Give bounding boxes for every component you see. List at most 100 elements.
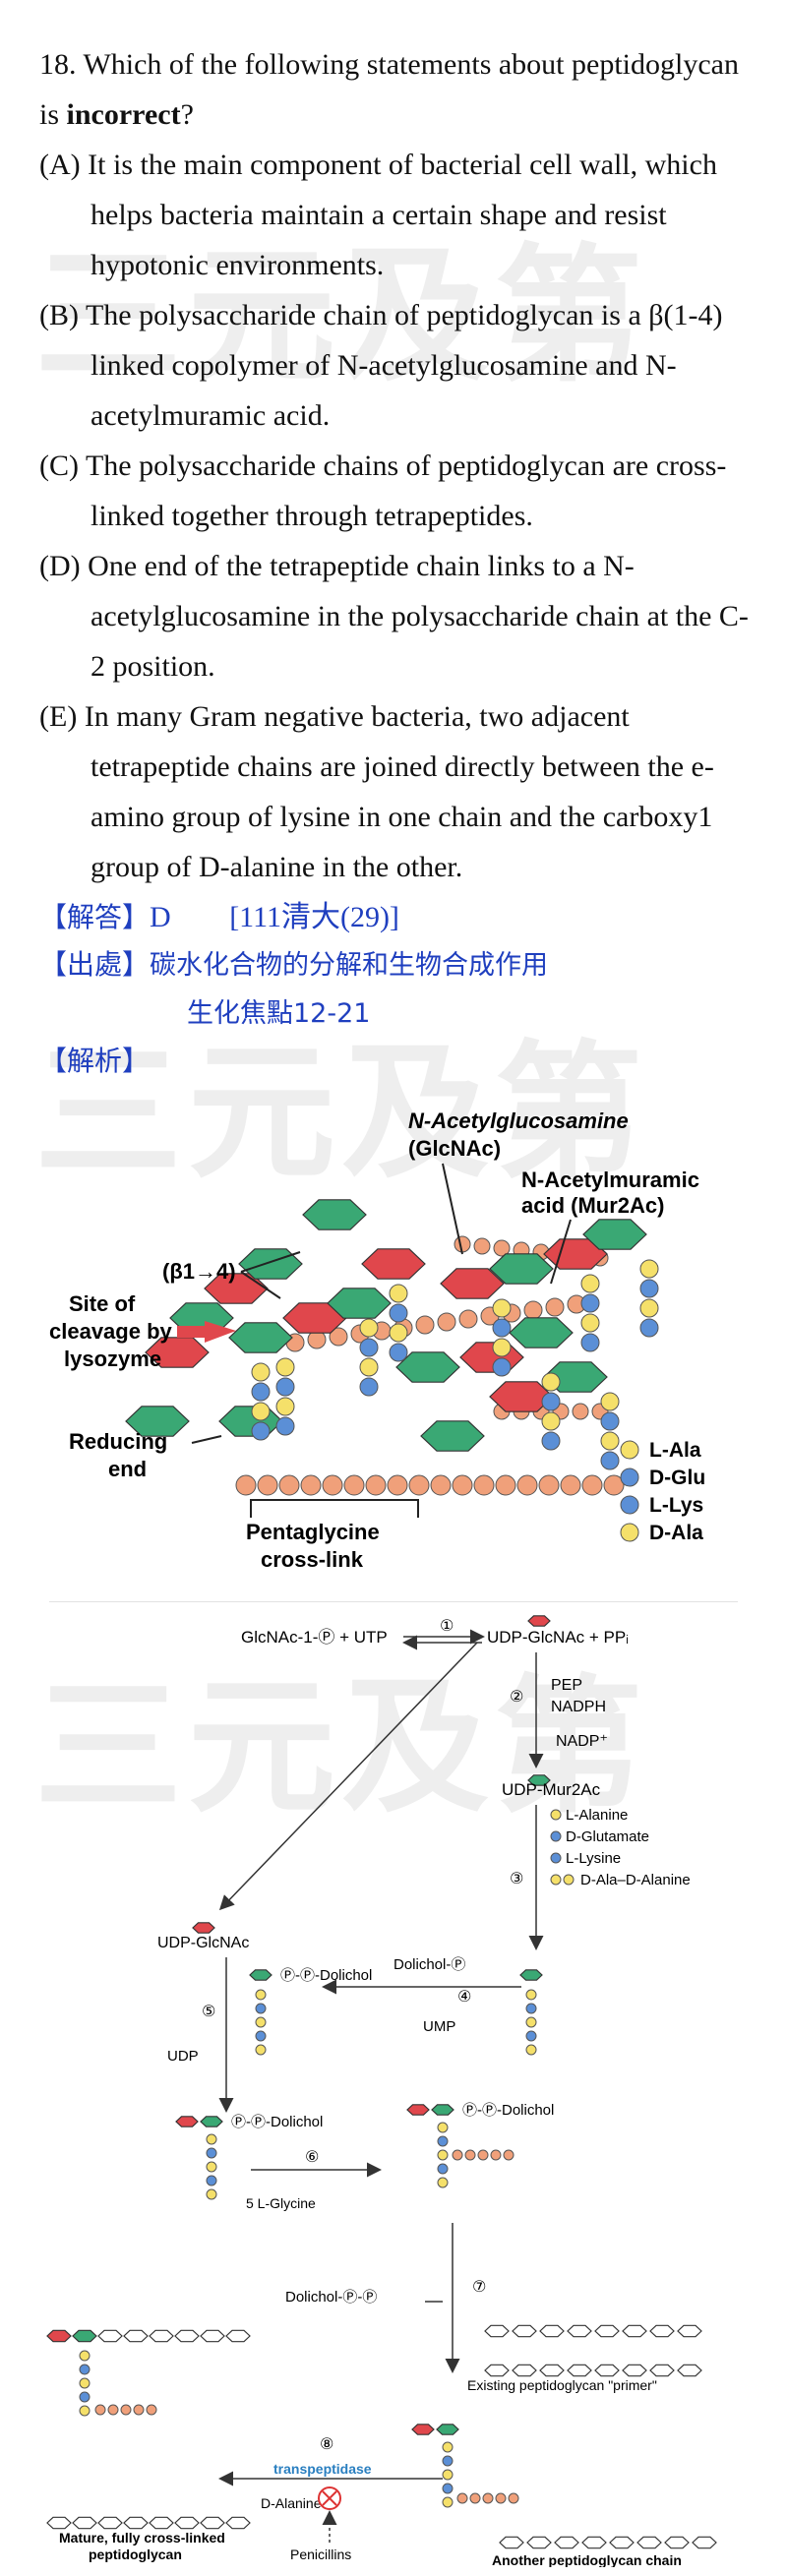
- step8-label: ⑧: [320, 2436, 333, 2453]
- glycine-bead: [503, 2149, 515, 2161]
- primer-hexagon: [594, 2324, 620, 2338]
- peptide-bead: [79, 2364, 91, 2375]
- glcnac-label: N-Acetylglucosamine: [408, 1108, 629, 1133]
- option-d[interactable]: (D) One end of the tetrapeptide chain li…: [39, 550, 749, 683]
- mature-hexagon: [97, 2329, 123, 2343]
- step1-label: ①: [440, 1618, 454, 1635]
- primer-hexagon: [677, 2364, 702, 2377]
- amino-acid-bead: [389, 1323, 408, 1343]
- aa-label-llys: L-Lys: [649, 1494, 703, 1517]
- lipid-mur-icon: [249, 1969, 272, 1981]
- mature-hexagon: [149, 2329, 174, 2343]
- question-text: Which of the following statements about …: [39, 48, 739, 131]
- primer-hexagon: [567, 2324, 592, 2338]
- amino-acid-bead: [600, 1451, 620, 1470]
- option-a[interactable]: (A) It is the main component of bacteria…: [39, 149, 717, 281]
- amino-acid-bead: [275, 1377, 295, 1397]
- aa2-label: D-Glutamate: [566, 1828, 649, 1845]
- mature-hexagon: [200, 2516, 225, 2530]
- peptide-bead: [525, 2044, 537, 2056]
- peptide-bead: [255, 1989, 267, 2001]
- nadp-label: NADP⁺: [556, 1733, 608, 1750]
- amino-acid-bead: [275, 1397, 295, 1416]
- glycine-bead: [257, 1474, 278, 1496]
- primer-hexagon: [567, 2364, 592, 2377]
- site-label-1: Site of: [69, 1291, 136, 1316]
- sugar-hexagon: [125, 1406, 190, 1437]
- glycine-bead: [146, 2404, 157, 2416]
- another-chain-hexagon: [581, 2536, 607, 2549]
- question-number: 18.: [39, 48, 77, 81]
- sugar-hexagon: [459, 1342, 524, 1373]
- primer-hexagon: [512, 2364, 537, 2377]
- amino-acid-bead: [359, 1318, 379, 1338]
- glycine-bead: [523, 1300, 543, 1320]
- amino-acid-bead: [541, 1431, 561, 1451]
- peptide-bead: [525, 2016, 537, 2028]
- beta-pointer: [240, 1251, 301, 1273]
- peptidoglycan-biosynthesis-figure: GlcNAc-1-Ⓟ + UTP ① UDP-GlcNAc + PPᵢ ② PE…: [46, 1615, 717, 2567]
- primer-hexagon: [622, 2324, 647, 2338]
- mature-hexagon: [149, 2516, 174, 2530]
- step4-label: ④: [457, 1989, 471, 2006]
- peptide-bead: [525, 2030, 537, 2042]
- mature-hexagon: [46, 2516, 72, 2530]
- analysis-label: 【解析】: [39, 1045, 151, 1077]
- glycine-bead: [572, 1403, 589, 1420]
- beta-linkage-label: (β1→4): [162, 1259, 236, 1284]
- amino-acid-bead: [580, 1293, 600, 1313]
- udp-glcnac-icon: [192, 1922, 215, 1934]
- peptide-bead: [525, 1989, 537, 2001]
- peptide-bead: [442, 2469, 454, 2481]
- primer-hexagon: [594, 2364, 620, 2377]
- option-c[interactable]: (C) The polysaccharide chains of peptido…: [39, 449, 727, 532]
- aa-icon: [550, 1809, 562, 1821]
- udp-glcnac-left-label: UDP-GlcNAc: [157, 1935, 249, 1951]
- sugar-hexagon: [509, 1317, 574, 1348]
- aa4-label: D-Ala–D-Alanine: [580, 1872, 691, 1888]
- amino-acid-bead: [492, 1338, 512, 1357]
- amino-acid-bead: [251, 1421, 271, 1441]
- glycine-bead: [581, 1474, 603, 1496]
- legend-dala-bead: [620, 1523, 639, 1542]
- sugar-hexagon: [361, 1248, 426, 1280]
- mature-hexagon: [72, 2516, 97, 2530]
- question-stem: 18. Which of the following statements ab…: [39, 48, 739, 131]
- peptide-bead: [79, 2391, 91, 2403]
- watermark: 三元及第: [34, 1028, 649, 1199]
- another-chain-hexagon: [609, 2536, 635, 2549]
- glycine-bead: [107, 2404, 119, 2416]
- glycine-bead: [495, 1474, 516, 1496]
- sugar-hexagon: [489, 1381, 554, 1412]
- mature-hexagon: [225, 2516, 251, 2530]
- d-alanine-label: D-Alanine: [261, 2495, 322, 2511]
- mature-hexagon: [123, 2516, 149, 2530]
- amino-acid-bead: [389, 1284, 408, 1303]
- question-keyword: incorrect: [66, 98, 181, 131]
- another-chain-hexagon: [499, 2536, 524, 2549]
- glycine-bead: [538, 1474, 560, 1496]
- peptide-bead: [255, 2016, 267, 2028]
- dolichol-label-3: Ⓟ-Ⓟ-Dolichol: [462, 2102, 554, 2119]
- amino-acid-bead: [359, 1357, 379, 1377]
- amino-acid-bead: [492, 1357, 512, 1377]
- primer-hexagon: [539, 2364, 565, 2377]
- mature-label-2: peptidoglycan: [89, 2546, 182, 2562]
- option-e[interactable]: (E) In many Gram negative bacteria, two …: [39, 700, 714, 883]
- sugar-hexagon: [582, 1219, 647, 1250]
- penicillins-label: Penicillins: [290, 2546, 351, 2562]
- pentaglycine-label-1: Pentaglycine: [246, 1520, 380, 1544]
- analysis-line: 【解析】: [39, 1038, 757, 1085]
- p-p-dolichol-label: Ⓟ-Ⓟ-Dolichol: [280, 1967, 372, 1984]
- step3-label: ③: [510, 1871, 523, 1887]
- peptide-bead: [206, 2175, 217, 2187]
- glycine-bead: [458, 1309, 478, 1329]
- legend-llys-bead: [620, 1495, 639, 1515]
- udp-glcnac-label: UDP-GlcNAc + PPᵢ: [487, 1628, 629, 1647]
- option-b[interactable]: (B) The polysaccharide chain of peptidog…: [39, 299, 723, 432]
- amino-acid-bead: [359, 1338, 379, 1357]
- amino-acid-bead: [600, 1392, 620, 1411]
- amino-acid-bead: [639, 1318, 659, 1338]
- mature-label-1: Mature, fully cross-linked: [59, 2530, 225, 2546]
- primer-hexagon: [649, 2324, 675, 2338]
